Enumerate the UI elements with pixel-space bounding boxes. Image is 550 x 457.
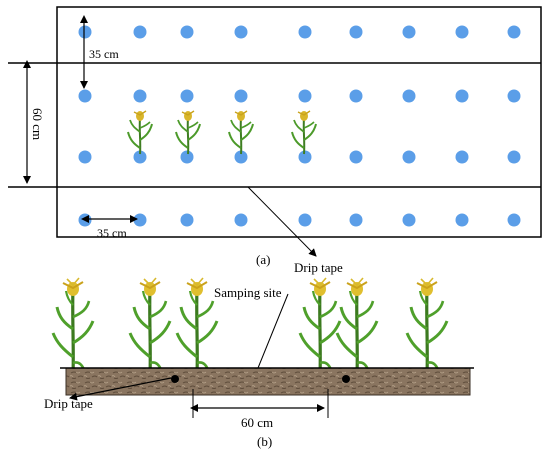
drip-tape-label-b: Drip tape — [44, 396, 93, 411]
emitter-dot — [455, 150, 469, 164]
emitter-dot — [180, 150, 194, 164]
emitter-dot — [455, 213, 469, 227]
emitter-dot — [78, 213, 92, 227]
corn-plant-icon — [335, 276, 379, 377]
emitter-dot — [349, 25, 363, 39]
sampling-site-pointer — [257, 293, 289, 369]
emitter-dot — [507, 150, 521, 164]
corn-plant-icon — [298, 276, 342, 377]
panel-a: 35 cm 60 cm 35 cm Drip tape (a) — [8, 6, 542, 275]
emitter-dots — [78, 25, 521, 227]
corn-plant-icon — [291, 110, 317, 155]
emitter-dot — [507, 213, 521, 227]
emitter-dot — [78, 25, 92, 39]
corn-plant-icon — [51, 276, 95, 377]
emitter-dot — [133, 213, 147, 227]
emitter-dot — [507, 25, 521, 39]
emitter-dot — [78, 150, 92, 164]
emitter-dot — [349, 213, 363, 227]
drip-tape-pointer — [247, 186, 317, 257]
emitter-dot — [180, 89, 194, 103]
drip-tape-emitter-1 — [171, 375, 179, 383]
emitter-dot — [507, 89, 521, 103]
emitter-dot — [402, 213, 416, 227]
emitter-dot — [298, 25, 312, 39]
emitter-dot — [402, 89, 416, 103]
drip-tape-emitter-2 — [342, 375, 350, 383]
drip-tape-label-a: Drip tape — [294, 260, 343, 275]
horizontal-spacing-label: 35 cm — [97, 226, 127, 240]
corn-plant-icon — [128, 276, 172, 377]
soil-strip — [65, 367, 471, 396]
drip-tape-pointer-b — [69, 377, 172, 401]
emitter-dot — [180, 213, 194, 227]
emitter-dot — [455, 25, 469, 39]
emitter-dot — [298, 89, 312, 103]
emitter-dot — [78, 89, 92, 103]
corn-plant-icon — [175, 276, 219, 377]
vertical-spacing-label: 35 cm — [89, 47, 119, 61]
emitter-dot — [402, 150, 416, 164]
emitter-dot — [133, 25, 147, 39]
emitter-dot — [455, 89, 469, 103]
emitter-dot — [234, 150, 248, 164]
corn-plant-icon — [175, 110, 201, 155]
plants-panel-a — [127, 110, 317, 155]
corn-plant-icon — [127, 110, 153, 155]
field-outline — [56, 6, 542, 238]
caption-b: (b) — [257, 434, 272, 449]
caption-a: (a) — [256, 252, 270, 267]
emitter-dot — [298, 150, 312, 164]
corn-plant-icon — [405, 276, 449, 377]
emitter-dot — [349, 89, 363, 103]
corn-plant-icon — [228, 110, 254, 155]
emitter-dot — [298, 213, 312, 227]
emitter-dot — [234, 213, 248, 227]
row-spacing-label: 60 cm — [30, 108, 45, 140]
emitter-dot — [402, 25, 416, 39]
panel-b: Samping site Drip tape 60 cm (b) — [44, 276, 474, 449]
emitter-dot — [180, 25, 194, 39]
emitter-dot — [349, 150, 363, 164]
sampling-site-label: Samping site — [214, 285, 282, 300]
emitter-dot — [133, 89, 147, 103]
emitter-dot — [133, 150, 147, 164]
emitter-dot — [234, 25, 248, 39]
dimension-label: 60 cm — [241, 415, 273, 430]
emitter-dot — [234, 89, 248, 103]
